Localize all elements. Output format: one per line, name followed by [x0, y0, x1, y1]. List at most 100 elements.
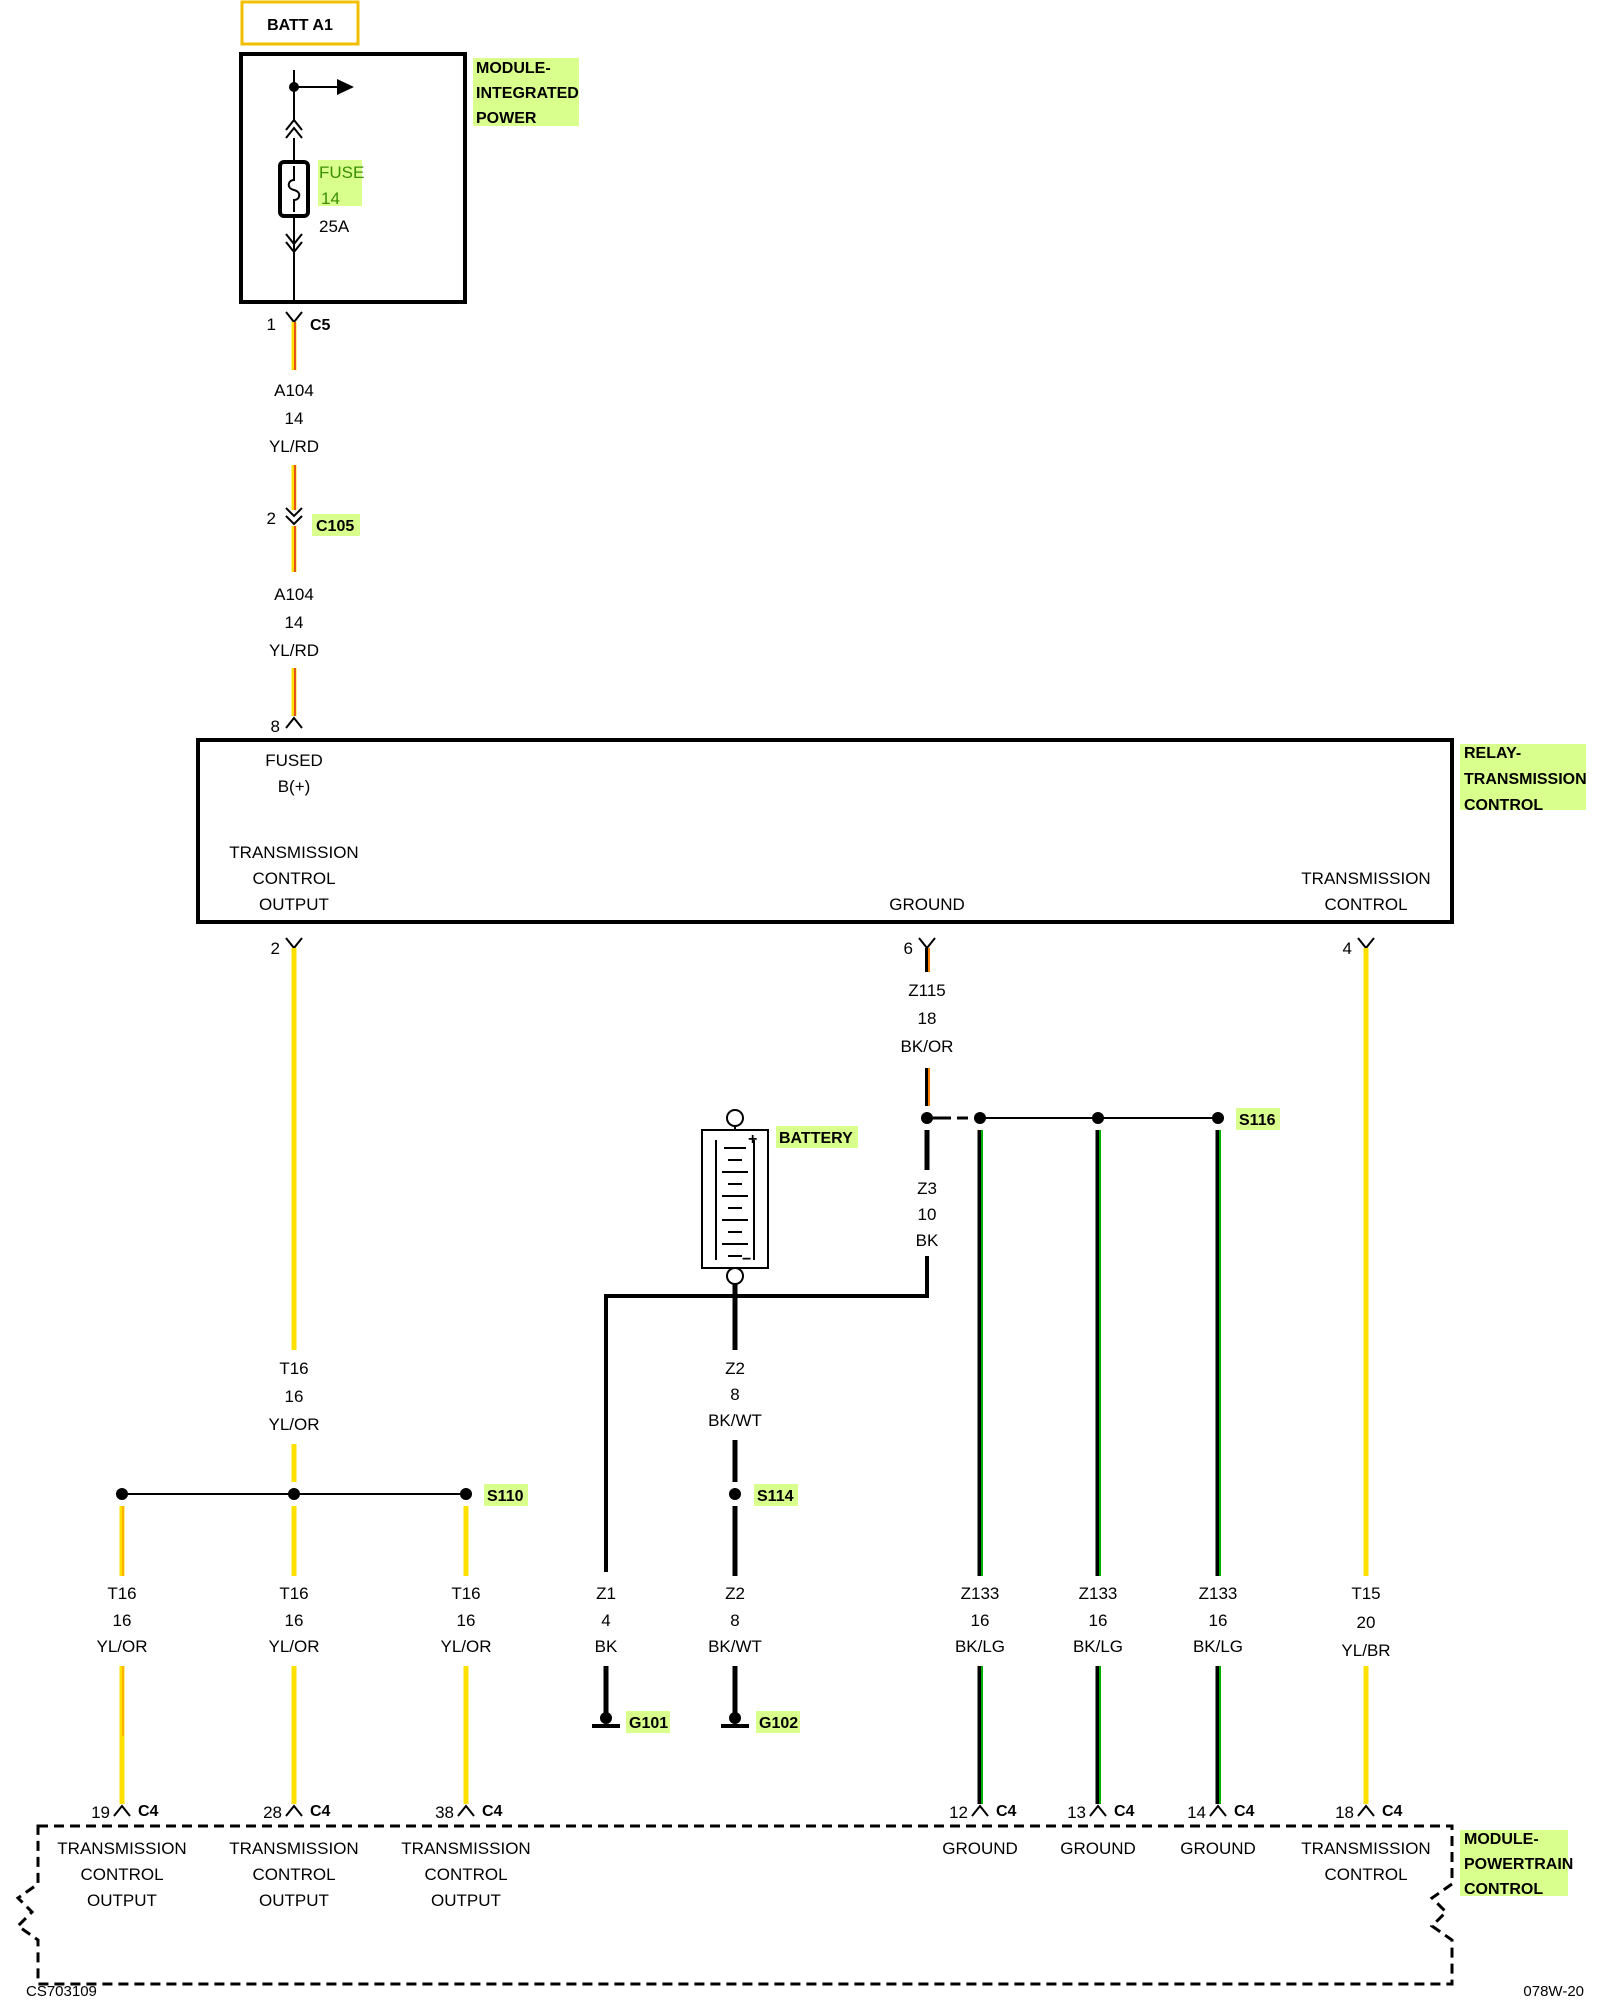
t16-b1-circuit: T16 [107, 1584, 136, 1603]
batt-a1-label: BATT A1 [267, 17, 333, 34]
wire-a104-upper [291, 322, 297, 510]
pcm-control-line1: TRANSMISSION [1301, 1839, 1430, 1858]
battery-icon [701, 1109, 769, 1285]
z1-color: BK [595, 1637, 618, 1656]
pcm-ground-1: GROUND [942, 1839, 1018, 1858]
pcm-highlight [1460, 1830, 1568, 1896]
relay-label-1: RELAY- [1464, 745, 1521, 762]
z1-gauge: 4 [601, 1611, 610, 1630]
pcm-label-1: MODULE- [1464, 1831, 1539, 1848]
s116-node-3 [1212, 1112, 1224, 1124]
s110-label: S110 [487, 1488, 524, 1505]
pcm-pin-14: 14 [1187, 1803, 1206, 1822]
pcm-output-3-line3: OUTPUT [431, 1891, 501, 1910]
fuse-name: FUSE [319, 163, 364, 182]
g101-label: G101 [629, 1715, 668, 1732]
battery-plus: + [748, 1131, 757, 1148]
battery-label: BATTERY [779, 1130, 853, 1147]
ground-g101-icon [592, 1712, 620, 1728]
a104-lower-gauge: 14 [285, 613, 304, 632]
pcm-output-1-line1: TRANSMISSION [57, 1839, 186, 1858]
t15-gauge: 20 [1357, 1613, 1376, 1632]
pcm-output-1-line2: CONTROL [80, 1865, 163, 1884]
pcm-pin-13: 13 [1067, 1803, 1086, 1822]
pcm-pin-38: 38 [435, 1803, 454, 1822]
relay-fused-label: FUSED [265, 751, 323, 770]
z2-branch-circuit: Z2 [725, 1584, 745, 1603]
wire-z133-group [977, 1130, 1221, 1804]
pcm-pin-18: 18 [1335, 1803, 1354, 1822]
c5-pin: 1 [267, 315, 276, 334]
ipm-label-3: POWER [476, 110, 537, 127]
z3-gauge: 10 [918, 1205, 937, 1224]
pcm-output-2-line3: OUTPUT [259, 1891, 329, 1910]
footer-left-code: CS703109 [26, 1983, 97, 2000]
relay-pin-6: 6 [904, 939, 913, 958]
s114-label: S114 [757, 1488, 794, 1505]
z2-main-color: BK/WT [708, 1411, 762, 1430]
z2-main-gauge: 8 [730, 1385, 739, 1404]
batt-a1-frame [240, 0, 360, 46]
t16-b3-circuit: T16 [451, 1584, 480, 1603]
pcm-output-3-line1: TRANSMISSION [401, 1839, 530, 1858]
ipm-highlight [473, 58, 579, 126]
z3-circuit: Z3 [917, 1179, 937, 1198]
t16-b3-color: YL/OR [440, 1637, 491, 1656]
wire-t16-branches [119, 1506, 469, 1804]
s110-node-1 [116, 1488, 128, 1500]
t16-b2-circuit: T16 [279, 1584, 308, 1603]
z133-c-color: BK/LG [1193, 1637, 1243, 1656]
s110-node-3 [460, 1488, 472, 1500]
pcm-output-2-line1: TRANSMISSION [229, 1839, 358, 1858]
fuse-highlight [318, 160, 362, 206]
z133-b-gauge: 16 [1089, 1611, 1108, 1630]
z1-circuit: Z1 [596, 1584, 616, 1603]
pcm-output-2-line2: CONTROL [252, 1865, 335, 1884]
t16-b3-gauge: 16 [457, 1611, 476, 1630]
z133-c-gauge: 16 [1209, 1611, 1228, 1630]
g102-label: G102 [759, 1715, 798, 1732]
c5-connector-label: C5 [310, 317, 331, 334]
pcm-ground-2: GROUND [1060, 1839, 1136, 1858]
pcm-output-3-line2: CONTROL [424, 1865, 507, 1884]
relay-output-label-1: TRANSMISSION [229, 843, 358, 862]
pcm-control-line2: CONTROL [1324, 1865, 1407, 1884]
s110-highlight [484, 1484, 528, 1506]
pcm-c4-label-5: C4 [1114, 1803, 1135, 1820]
s116-node-2 [1092, 1112, 1104, 1124]
wire-a104-lower [291, 526, 297, 716]
fuse-number: 14 [321, 189, 340, 208]
z133-a-gauge: 16 [971, 1611, 990, 1630]
t16-main-gauge: 16 [285, 1387, 304, 1406]
battery-minus: − [742, 1251, 751, 1268]
relay-output-label-2: CONTROL [252, 869, 335, 888]
t16-b1-color: YL/OR [96, 1637, 147, 1656]
z2-main-circuit: Z2 [725, 1359, 745, 1378]
s116-node-1 [974, 1112, 986, 1124]
relay-highlight [1460, 744, 1586, 810]
z2-branch-gauge: 8 [730, 1611, 739, 1630]
pcm-pin-19: 19 [91, 1803, 110, 1822]
pcm-c4-label-2: C4 [310, 1803, 331, 1820]
relay-pin-4: 4 [1343, 939, 1352, 958]
pcm-pin-12: 12 [949, 1803, 968, 1822]
a104-lower-circuit: A104 [274, 585, 314, 604]
t16-b1-gauge: 16 [113, 1611, 132, 1630]
pcm-c4-label-7: C4 [1382, 1803, 1403, 1820]
pcm-ground-3: GROUND [1180, 1839, 1256, 1858]
t16-b2-gauge: 16 [285, 1611, 304, 1630]
t15-circuit: T15 [1351, 1584, 1380, 1603]
wire-z115 [925, 948, 930, 1106]
pcm-output-1-line3: OUTPUT [87, 1891, 157, 1910]
a104-upper-color: YL/RD [269, 437, 319, 456]
s114-highlight [754, 1484, 798, 1506]
pcm-label-3: CONTROL [1464, 1881, 1543, 1898]
t16-b2-color: YL/OR [268, 1637, 319, 1656]
z133-b-circuit: Z133 [1079, 1584, 1118, 1603]
ground-g102-icon [721, 1712, 749, 1728]
s114-node [729, 1488, 741, 1500]
integrated-power-module-box [239, 52, 467, 304]
a104-lower-color: YL/RD [269, 641, 319, 660]
pcm-pin-28: 28 [263, 1803, 282, 1822]
